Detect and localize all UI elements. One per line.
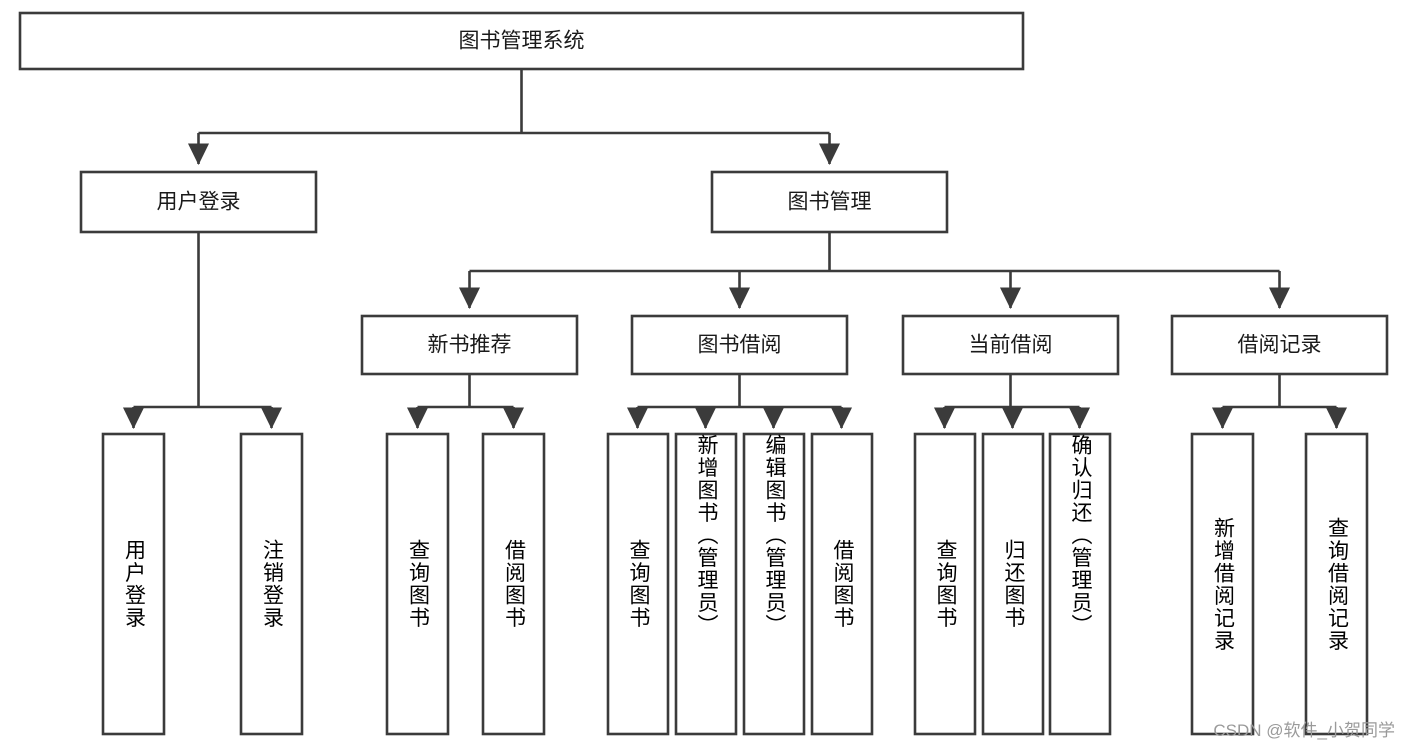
- leaf-label-wrap-add-record: 新增借阅记录: [1211, 516, 1235, 652]
- node-new-book-recommend-label: 新书推荐: [428, 334, 512, 357]
- leaf-label-wrap-query-record: 查询借阅记录: [1325, 516, 1349, 652]
- node-leaf-user-logout-box[interactable]: [239, 432, 304, 736]
- node-book-borrow-label: 图书借阅: [698, 334, 782, 357]
- node-leaf-query-book-1[interactable]: [385, 432, 450, 736]
- connector-group: [122, 69, 1348, 429]
- node-leaf-user-login-label: 用户登录: [122, 539, 146, 629]
- node-leaf-query-record[interactable]: [1304, 432, 1369, 736]
- node-user-login-label: 用户登录: [157, 191, 241, 214]
- node-leaf-query-book-1-label: 查询图书: [406, 539, 430, 629]
- node-leaf-edit-book-label: 编辑图书（管理员）: [763, 434, 786, 637]
- csdn-watermark: CSDN @软件_小贺同学: [1213, 721, 1395, 740]
- node-leaf-query-book-2-label: 查询图书: [627, 539, 650, 629]
- node-root[interactable]: 图书管理系统: [18, 11, 1025, 71]
- leaf-label-wrap-add-book: 新增图书（管理员）: [695, 434, 718, 637]
- node-leaf-borrow-book-2-label: 借阅图书: [831, 539, 854, 629]
- node-leaf-add-record[interactable]: [1190, 432, 1255, 736]
- node-leaf-return-book[interactable]: [981, 432, 1045, 736]
- node-leaf-user-logout-label: 注销登录: [260, 539, 284, 629]
- node-new-book-recommend-box[interactable]: [360, 314, 579, 376]
- node-user-login[interactable]: 用户登录: [79, 170, 318, 234]
- node-leaf-edit-book-box[interactable]: [742, 432, 806, 736]
- node-leaf-confirm-return[interactable]: [1048, 432, 1112, 736]
- node-book-management[interactable]: 图书管理: [710, 170, 949, 234]
- node-leaf-query-book-1-box[interactable]: [385, 432, 450, 736]
- node-borrow-record[interactable]: 借阅记录: [1170, 314, 1389, 376]
- node-leaf-user-login-box[interactable]: [101, 432, 166, 736]
- node-new-book-recommend[interactable]: 新书推荐: [360, 314, 579, 376]
- node-leaf-borrow-book-1[interactable]: [481, 432, 546, 736]
- node-leaf-add-book[interactable]: [674, 432, 738, 736]
- node-leaf-add-book-label: 新增图书（管理员）: [695, 434, 718, 637]
- node-borrow-record-box[interactable]: [1170, 314, 1389, 376]
- node-leaf-user-logout[interactable]: [239, 432, 304, 736]
- node-current-borrow[interactable]: 当前借阅: [901, 314, 1120, 376]
- node-leaf-query-book-2[interactable]: [606, 432, 670, 736]
- node-leaf-return-book-label: 归还图书: [1002, 539, 1025, 629]
- node-leaf-query-record-label: 查询借阅记录: [1325, 516, 1349, 652]
- node-borrow-record-label: 借阅记录: [1238, 334, 1322, 357]
- node-book-management-box[interactable]: [710, 170, 949, 234]
- node-leaf-borrow-book-1-box[interactable]: [481, 432, 546, 736]
- node-user-login-box[interactable]: [79, 170, 318, 234]
- leaf-label-wrap-query-book-3: 查询图书: [934, 539, 957, 629]
- node-book-borrow-box[interactable]: [630, 314, 849, 376]
- leaf-label-wrap-return-book: 归还图书: [1002, 539, 1025, 629]
- node-leaf-add-book-box[interactable]: [674, 432, 738, 736]
- node-leaf-add-record-box[interactable]: [1190, 432, 1255, 736]
- leaf-label-wrap-edit-book: 编辑图书（管理员）: [763, 434, 786, 637]
- node-leaf-return-book-box[interactable]: [981, 432, 1045, 736]
- node-leaf-query-record-box[interactable]: [1304, 432, 1369, 736]
- node-leaf-borrow-book-1-label: 借阅图书: [502, 539, 526, 629]
- node-leaf-query-book-3[interactable]: [913, 432, 977, 736]
- leaf-label-wrap-borrow-book-1: 借阅图书: [502, 539, 526, 629]
- node-leaf-confirm-return-label: 确认归还（管理员）: [1069, 434, 1092, 637]
- leaf-label-wrap-confirm-return: 确认归还（管理员）: [1069, 434, 1092, 637]
- node-leaf-query-book-3-label: 查询图书: [934, 539, 957, 629]
- node-book-borrow[interactable]: 图书借阅: [630, 314, 849, 376]
- leaf-label-wrap-query-book-1: 查询图书: [406, 539, 430, 629]
- node-root-box[interactable]: [18, 11, 1025, 71]
- node-leaf-query-book-3-box[interactable]: [913, 432, 977, 736]
- node-leaf-borrow-book-2[interactable]: [810, 432, 874, 736]
- node-book-management-label: 图书管理: [788, 191, 872, 214]
- node-current-borrow-box[interactable]: [901, 314, 1120, 376]
- leaf-label-wrap-user-logout: 注销登录: [260, 539, 284, 629]
- node-leaf-borrow-book-2-box[interactable]: [810, 432, 874, 736]
- node-leaf-query-book-2-box[interactable]: [606, 432, 670, 736]
- leaf-label-wrap-query-book-2: 查询图书: [627, 539, 650, 629]
- leaf-label-wrap-borrow-book-2: 借阅图书: [831, 539, 854, 629]
- node-leaf-user-login[interactable]: [101, 432, 166, 736]
- node-current-borrow-label: 当前借阅: [969, 334, 1053, 357]
- leaf-label-wrap-user-login: 用户登录: [122, 539, 146, 629]
- node-leaf-add-record-label: 新增借阅记录: [1211, 516, 1235, 652]
- node-leaf-confirm-return-box[interactable]: [1048, 432, 1112, 736]
- node-root-label: 图书管理系统: [459, 30, 585, 53]
- node-leaf-edit-book[interactable]: [742, 432, 806, 736]
